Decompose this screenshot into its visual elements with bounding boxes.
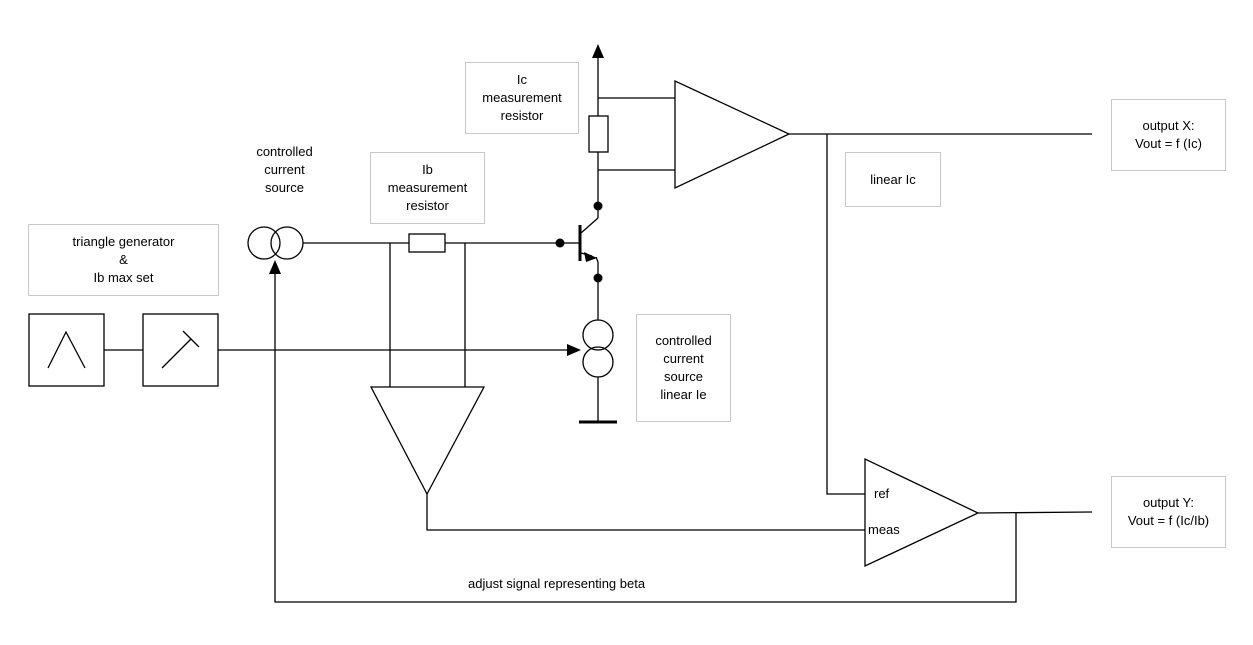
- controlled-source-top-label: controlled current source: [237, 134, 332, 206]
- emitter-arrow: [584, 252, 597, 262]
- output-x-line-2: Vout = f (Ic): [1135, 136, 1202, 151]
- controlled-source-top-line-2: current: [264, 162, 305, 177]
- controlled-source-top-line-1: controlled: [256, 144, 313, 159]
- linear-ic-label: linear Ic: [845, 152, 941, 207]
- base-dot: [555, 238, 565, 248]
- controlled-source-bottom-label: controlled current source linear Ie: [636, 314, 731, 422]
- upper-current-source-circle-a: [247, 226, 281, 260]
- ic-resistor-label: Ic measurement resistor: [465, 62, 579, 134]
- collector-dot: [593, 201, 603, 211]
- ic-resistor-label-line-1: Ic: [516, 72, 528, 87]
- ib-resistor-label-line-1: Ib: [422, 162, 433, 177]
- supply-arrow: [592, 44, 604, 58]
- triangle-generator-label: triangle generator & Ib max set: [28, 224, 219, 296]
- controlled-source-bottom-line-3: source: [663, 369, 704, 384]
- ic-amplifier: [674, 79, 791, 190]
- triangle-wave-icon: [47, 330, 86, 369]
- lower-current-source-circle-b: [582, 346, 614, 378]
- ib-resistor-label-line-2: measurement: [387, 180, 468, 195]
- output-y-line-2: Vout = f (Ic/Ib): [1127, 513, 1210, 528]
- linear-ic-wire: [826, 134, 865, 495]
- lower-current-source-circle-a: [582, 319, 614, 351]
- transistor-collector: [580, 217, 599, 234]
- limit-icon-ramp: [161, 338, 192, 369]
- feedback-arrow: [269, 260, 281, 274]
- output-y-line-1: output Y:: [1142, 495, 1195, 510]
- beta-feedback-wire: [274, 272, 1017, 603]
- ib-amplifier: [369, 386, 486, 496]
- output-y-wire: [977, 511, 1093, 514]
- controlled-source-top-line-3: source: [264, 180, 305, 195]
- meas-input-label: meas: [868, 522, 900, 537]
- output-x-line-1: output X:: [1142, 118, 1195, 133]
- ratio-amplifier: [864, 457, 980, 568]
- output-y-label: output Y: Vout = f (Ic/Ib): [1111, 476, 1226, 548]
- triangle-generator-line-1: triangle generator: [72, 234, 175, 249]
- controlled-source-bottom-line-1: controlled: [655, 333, 712, 348]
- meas-wire: [426, 494, 865, 531]
- linear-ic-text: linear Ic: [870, 171, 916, 187]
- ib-measurement-resistor: [408, 233, 446, 253]
- output-x-label: output X: Vout = f (Ic): [1111, 99, 1226, 171]
- drive-arrow: [567, 344, 581, 356]
- ib-resistor-label: Ib measurement resistor: [370, 152, 485, 224]
- ic-resistor-label-line-2: measurement: [482, 90, 562, 105]
- emitter-dot: [593, 273, 603, 283]
- ref-input-label: ref: [874, 486, 890, 501]
- controlled-source-bottom-line-4: linear Ie: [660, 387, 707, 402]
- ic-measurement-resistor: [588, 115, 609, 153]
- triangle-generator-block: [28, 313, 105, 387]
- triangle-generator-line-3: Ib max set: [93, 270, 154, 285]
- limit-icon-cap: [182, 330, 200, 348]
- triangle-generator-line-2: &: [119, 252, 128, 267]
- adjust-signal-label: adjust signal representing beta: [468, 576, 646, 591]
- transistor-emitter-lead: [595, 256, 599, 263]
- controlled-source-bottom-line-2: current: [663, 351, 704, 366]
- ic-resistor-label-line-3: resistor: [500, 108, 544, 123]
- ib-resistor-label-line-3: resistor: [406, 198, 449, 213]
